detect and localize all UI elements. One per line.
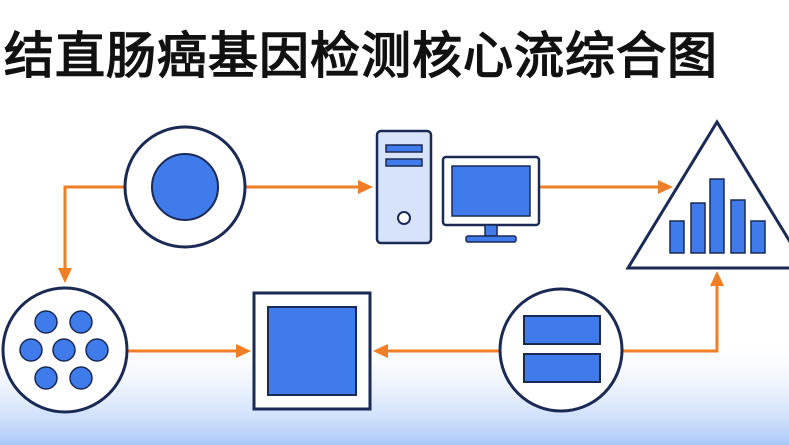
chart-bar	[750, 220, 766, 254]
bar-chart-icon	[669, 178, 766, 254]
cell-dot	[34, 310, 58, 334]
page-title: 结直肠癌基因检测核心流综合图	[4, 27, 718, 85]
tower-drive-bay-top	[385, 144, 423, 153]
cell-dot	[69, 366, 93, 390]
monitor-screen	[451, 165, 531, 217]
arrow-source-to-cells	[63, 185, 125, 268]
chart-bar	[669, 220, 685, 254]
data-records-node	[498, 287, 624, 413]
chart-bar	[690, 202, 706, 254]
chart-bar	[709, 178, 725, 254]
triangle-frame	[625, 119, 789, 270]
tower-power-button	[397, 211, 411, 225]
cells-icon	[19, 310, 109, 390]
sample-source-node	[123, 125, 247, 249]
tower-drive-bay-bottom	[385, 158, 423, 167]
monitor-base	[465, 235, 517, 243]
arrow-records-to-analysis-head	[710, 271, 724, 286]
data-records-outer-circle	[498, 287, 624, 413]
cell-dot	[19, 338, 43, 362]
square-icon	[267, 306, 357, 396]
cell-dot	[52, 338, 76, 362]
bottom-glow-background	[0, 335, 789, 445]
analysis-node	[625, 119, 789, 270]
circle-icon	[151, 153, 219, 221]
computer-node	[375, 129, 541, 245]
connector-arrows	[58, 180, 724, 358]
arrow-records-to-analysis	[623, 286, 719, 353]
record-bar-bottom	[523, 353, 601, 383]
monitor-neck	[484, 224, 498, 237]
arrow-source-to-computer-head	[358, 180, 373, 194]
chart-bar	[730, 199, 746, 254]
cell-dot	[34, 366, 58, 390]
cell-cluster-node	[1, 286, 129, 414]
arrow-source-to-cells-head	[58, 268, 72, 283]
result-square-node	[252, 291, 372, 411]
arrow-cells-to-square-head	[236, 344, 251, 358]
cell-dot	[85, 338, 109, 362]
cell-dot	[69, 310, 93, 334]
records-icon	[523, 315, 601, 383]
arrow-computer-to-analysis-head	[658, 180, 673, 194]
record-bar-top	[523, 315, 601, 345]
arrow-records-to-square-head	[373, 344, 388, 358]
